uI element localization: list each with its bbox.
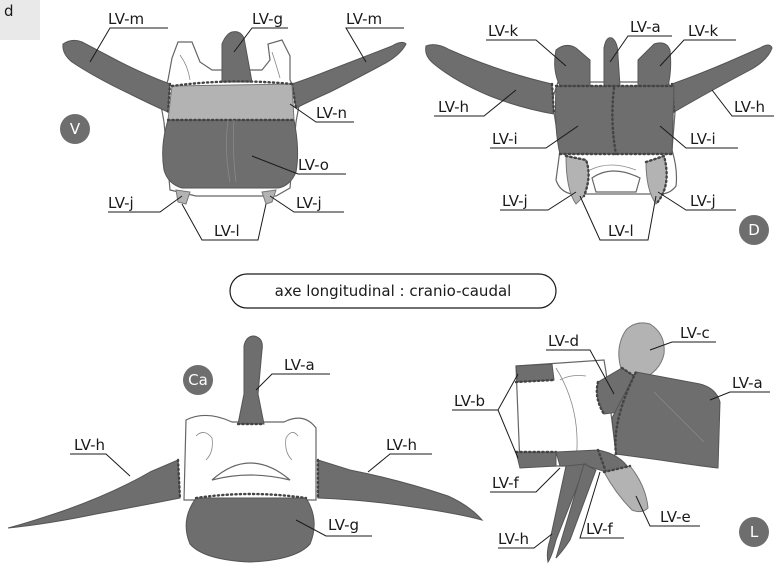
dorsal-lamina (556, 86, 675, 154)
view-dorsal: LV-k LV-a LV-k LV-h LV-h LV-i LV-i LV-j … (426, 18, 774, 245)
ventral-region-j-left (176, 190, 190, 204)
axis-label-box: axe longitudinal : cranio-caudal (230, 274, 556, 308)
label-lv-k-right: LV-k (688, 22, 719, 40)
label-lv-f-left: LV-f (492, 474, 520, 492)
badge-v-label: V (70, 120, 81, 138)
caudal-centrum (186, 498, 314, 562)
label-lv-h: LV-h (498, 530, 529, 548)
label-lv-e: LV-e (660, 508, 691, 526)
axis-label: axe longitudinal : cranio-caudal (275, 282, 512, 300)
label-lv-j-left: LV-j (108, 194, 134, 212)
dorsal-process-k-right (638, 43, 671, 86)
label-lv-h-left: LV-h (438, 98, 469, 116)
view-caudal: LV-a LV-h LV-h LV-g Ca (8, 336, 482, 562)
label-lv-m-left: LV-m (108, 10, 144, 28)
ventral-region-j-right (262, 190, 276, 204)
label-lv-k-left: LV-k (488, 22, 519, 40)
badge-ca-label: Ca (188, 371, 208, 389)
label-lv-j-left: LV-j (502, 192, 528, 210)
label-lv-j-right: LV-j (690, 192, 716, 210)
caudal-process-right (318, 460, 482, 520)
lateral-region-b-bottom (516, 452, 556, 468)
label-lv-i-left: LV-i (492, 130, 518, 148)
label-lv-l: LV-l (608, 222, 634, 240)
caudal-process-left (8, 460, 180, 528)
label-lv-h-right: LV-h (734, 98, 765, 116)
ventral-spine (222, 32, 252, 82)
label-lv-i-right: LV-i (690, 130, 716, 148)
label-lv-d: LV-d (548, 332, 579, 350)
label-lv-f-bottom: LV-f (586, 520, 614, 538)
lateral-region-e (604, 466, 648, 512)
label-lv-j-right: LV-j (296, 194, 322, 212)
dorsal-spine (604, 38, 620, 86)
label-lv-g: LV-g (252, 10, 283, 28)
view-ventral: LV-m LV-g LV-m LV-n LV-o LV-j LV-j LV-l … (60, 10, 406, 240)
label-lv-o: LV-o (298, 156, 329, 174)
label-lv-c: LV-c (680, 324, 710, 342)
label-lv-a: LV-a (732, 374, 763, 392)
label-lv-m-right: LV-m (346, 10, 382, 28)
label-lv-l: LV-l (214, 222, 240, 240)
badge-d-label: D (748, 221, 760, 239)
dorsal-process-k-left (555, 45, 590, 86)
badge-l-label: L (750, 523, 759, 541)
label-lv-g: LV-g (328, 516, 359, 534)
ventral-process-left (63, 40, 170, 112)
label-lv-b: LV-b (454, 392, 485, 410)
label-lv-h-right: LV-h (386, 436, 417, 454)
caudal-spine (238, 336, 264, 424)
corner-tab-label: d (4, 2, 14, 20)
ventral-process-right (292, 42, 406, 108)
corner-tab: d (0, 0, 40, 40)
label-lv-h-left: LV-h (74, 436, 105, 454)
ventral-region-n (168, 84, 294, 120)
label-lv-a: LV-a (284, 356, 315, 374)
lateral-region-a (612, 372, 720, 468)
view-lateral: LV-d LV-c LV-a LV-b LV-f LV-e LV-h LV-f … (452, 323, 770, 562)
label-lv-a: LV-a (630, 18, 661, 36)
label-lv-n: LV-n (316, 104, 347, 122)
ventral-centrum (163, 120, 298, 188)
caudal-arch-outline (184, 415, 316, 500)
